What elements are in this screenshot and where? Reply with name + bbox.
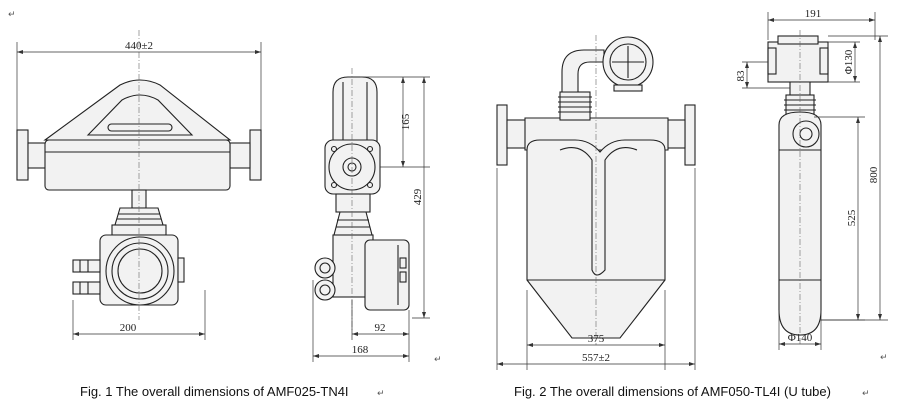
fig2-left-flange <box>496 104 508 166</box>
side-body <box>335 193 371 213</box>
dim-side-depth-small: 92 <box>375 322 386 334</box>
fig2-side-top-cap <box>777 35 819 45</box>
dim-fig2-width: 557±2 <box>582 352 610 364</box>
fig1-side-view <box>314 68 410 330</box>
fig2-side-transmitter <box>767 41 829 83</box>
dim-front-bottom: 200 <box>120 322 137 334</box>
dim-front-width: 440±2 <box>125 40 153 52</box>
side-gland-lower <box>314 279 336 301</box>
fig1-caption-mark: ↵ <box>377 389 385 399</box>
triangular-cover <box>43 79 232 141</box>
fig2-front-dimensions: 375 557±2 <box>496 168 696 370</box>
dim-side-depth-total: 168 <box>352 344 369 356</box>
cover-slot <box>107 123 173 132</box>
dim-fig2-inner: 375 <box>588 333 605 345</box>
side-cover <box>332 76 378 146</box>
dim-side-height-top: 165 <box>400 113 412 130</box>
fig2-neck <box>559 91 591 121</box>
fig2-side-port <box>792 120 820 148</box>
fig1-side-dimensions: 165 429 92 168 <box>312 76 430 362</box>
fig2-left-pipe <box>506 119 528 149</box>
dim-fig2-dia-top: Φ130 <box>843 49 855 74</box>
side-transmitter-cover <box>364 239 410 311</box>
left-flange <box>16 129 29 181</box>
paragraph-mark-top: ↵ <box>8 10 16 20</box>
fig2-caption-mark: ↵ <box>862 389 870 399</box>
side-boss <box>177 257 185 283</box>
fig2-side-dimensions: 191 Φ130 83 800 525 Φ140 <box>735 8 888 350</box>
right-flange <box>249 129 262 181</box>
fig2-front-view <box>496 35 696 345</box>
fig2-transmitter-base <box>613 84 643 92</box>
fig1-caption: Fig. 1 The overall dimensions of AMF025-… <box>80 384 349 399</box>
dim-fig2-offset: 83 <box>735 70 747 82</box>
fig2-right-flange <box>684 104 696 166</box>
dim-fig2-height-tube: 525 <box>846 209 858 226</box>
cable-gland-upper <box>72 259 101 273</box>
fig1-front-view <box>16 30 262 320</box>
dim-fig2-top-width: 191 <box>805 8 822 20</box>
dim-fig2-dia-bottom: Φ140 <box>788 332 813 344</box>
transmitter-cover <box>105 236 175 306</box>
paragraph-mark-2: ↵ <box>880 353 888 363</box>
fig2-elbow <box>561 49 605 93</box>
right-pipe <box>229 142 251 169</box>
cable-gland-lower <box>72 281 101 295</box>
u-tube-inner <box>559 147 638 276</box>
fig1-front-dimensions: 440±2 200 <box>16 40 262 340</box>
fig2-caption: Fig. 2 The overall dimensions of AMF050-… <box>514 384 831 399</box>
side-neck <box>333 211 373 236</box>
dim-side-height-total: 429 <box>412 188 424 205</box>
fig2-side-view <box>767 30 829 345</box>
sensor-body <box>44 139 231 191</box>
dim-fig2-height-total: 800 <box>868 166 880 183</box>
side-gland-upper <box>314 257 336 279</box>
paragraph-mark-1: ↵ <box>434 355 442 365</box>
cover-inner-panel <box>86 94 194 136</box>
